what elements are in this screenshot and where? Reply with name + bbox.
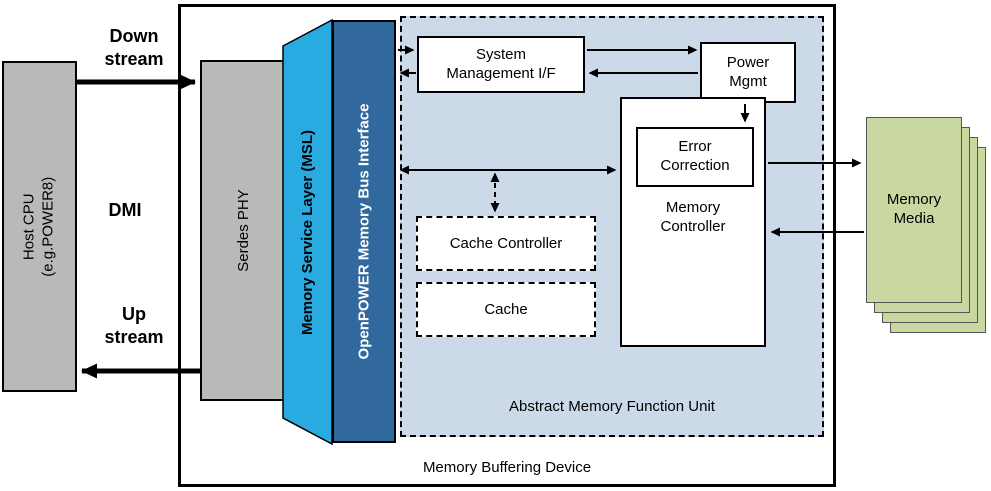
amfu-label: Abstract Memory Function Unit <box>509 398 715 415</box>
host-cpu-box: Host CPU (e.g.POWER8) <box>2 61 77 392</box>
msl-label: Memory Service Layer (MSL) <box>299 129 317 335</box>
cache-controller-box: Cache Controller <box>416 216 596 271</box>
downstream-label: Down stream <box>104 26 164 69</box>
msl-shape <box>282 18 333 446</box>
host-cpu-label: Host CPU (e.g.POWER8) <box>20 176 57 277</box>
power-mgmt-box: Power Mgmt <box>700 42 796 103</box>
memory-buffering-device-label: Memory Buffering Device <box>422 459 592 476</box>
serdes-phy-label: Serdes PHY <box>234 189 252 272</box>
serdes-phy-box: Serdes PHY <box>200 60 286 401</box>
opmb-interface-label: OpenPOWER Memory Bus Interface <box>355 103 373 360</box>
system-management-box: System Management I/F <box>417 36 585 93</box>
cache-box: Cache <box>416 282 596 337</box>
msl-box: Memory Service Layer (MSL) <box>281 18 334 446</box>
memory-controller-box: Error Correction Memory Controller <box>620 97 766 347</box>
opmb-interface-box: OpenPOWER Memory Bus Interface <box>332 20 396 443</box>
memory-controller-label: Memory Controller <box>660 199 726 235</box>
dmi-label: DMI <box>108 200 142 220</box>
error-correction-box: Error Correction <box>636 127 754 187</box>
memory-media-box: Memory Media <box>866 117 962 303</box>
upstream-label: Up stream <box>104 304 164 347</box>
